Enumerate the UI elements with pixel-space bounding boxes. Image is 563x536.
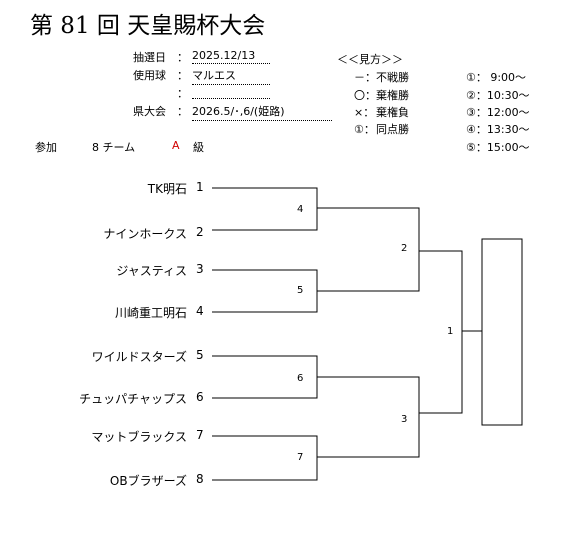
match-number: 6	[297, 373, 304, 384]
team-name: チュッパチャップス	[79, 392, 187, 406]
match-number: 5	[297, 285, 304, 296]
team-name: 川崎重工明石	[114, 306, 187, 320]
draw-date-colon: ：	[177, 51, 188, 64]
match-number: 7	[297, 452, 304, 463]
schedule-time: ③：12:00～	[466, 106, 530, 119]
participation-teams: 8 チーム	[92, 141, 136, 154]
legend-mark: 〇：	[354, 89, 376, 102]
pref-value: 2026.5/･,6/(姫路)	[192, 103, 332, 121]
legend-mark: ×：	[354, 106, 375, 119]
blank-value	[192, 85, 270, 99]
legend-title: ＜＜見方＞＞	[337, 53, 403, 66]
team-name: ジャスティス	[116, 264, 187, 278]
team-name: OBブラザーズ	[109, 474, 187, 488]
schedule-time: ②：10:30～	[466, 89, 530, 102]
legend-text: 棄権負	[376, 106, 409, 119]
team-name: マットブラックス	[91, 430, 187, 444]
team-name: TK明石	[147, 182, 187, 196]
blank-colon: ：	[177, 87, 188, 100]
participation-grade: A	[172, 139, 180, 152]
schedule-time: ①： 9:00～	[466, 71, 527, 84]
team-seed: 5	[196, 348, 204, 362]
match-number: 1	[447, 326, 454, 337]
match-number: 2	[401, 243, 408, 254]
draw-date-label: 抽選日	[133, 51, 166, 64]
champion-box	[481, 238, 523, 426]
legend-text: 同点勝	[376, 123, 409, 136]
team-name: ナインホークス	[103, 227, 187, 241]
pref-label: 県大会	[133, 105, 166, 118]
team-seed: 8	[196, 472, 204, 486]
team-seed: 3	[196, 262, 204, 276]
bracket-line	[212, 187, 318, 231]
team-seed: 4	[196, 304, 204, 318]
legend-text: 不戦勝	[376, 71, 409, 84]
ball-value: マルエス	[192, 67, 270, 85]
participation-grade-suffix: 級	[193, 141, 204, 154]
team-seed: 6	[196, 390, 204, 404]
team-seed: 1	[196, 180, 204, 194]
match-number: 4	[297, 204, 304, 215]
team-seed: 7	[196, 428, 204, 442]
page-title: 第 81 回 天皇賜杯大会	[30, 13, 266, 39]
schedule-time: ④：13:30～	[466, 123, 530, 136]
bracket-line	[317, 207, 420, 292]
draw-date-value: 2025.12/13	[192, 49, 270, 64]
bracket-line	[419, 250, 463, 414]
pref-colon: ：	[177, 105, 188, 118]
bracket-line	[317, 376, 420, 458]
legend-mark: ①：	[354, 123, 375, 136]
participation-label: 参加	[35, 141, 57, 154]
ball-label: 使用球	[133, 69, 166, 82]
match-number: 3	[401, 414, 408, 425]
legend-text: 棄権勝	[376, 89, 409, 102]
bracket-line	[212, 435, 318, 481]
legend-mark: －：	[354, 71, 376, 84]
schedule-time: ⑤：15:00～	[466, 141, 530, 154]
team-seed: 2	[196, 225, 204, 239]
team-name: ワイルドスターズ	[91, 350, 187, 364]
ball-colon: ：	[177, 69, 188, 82]
